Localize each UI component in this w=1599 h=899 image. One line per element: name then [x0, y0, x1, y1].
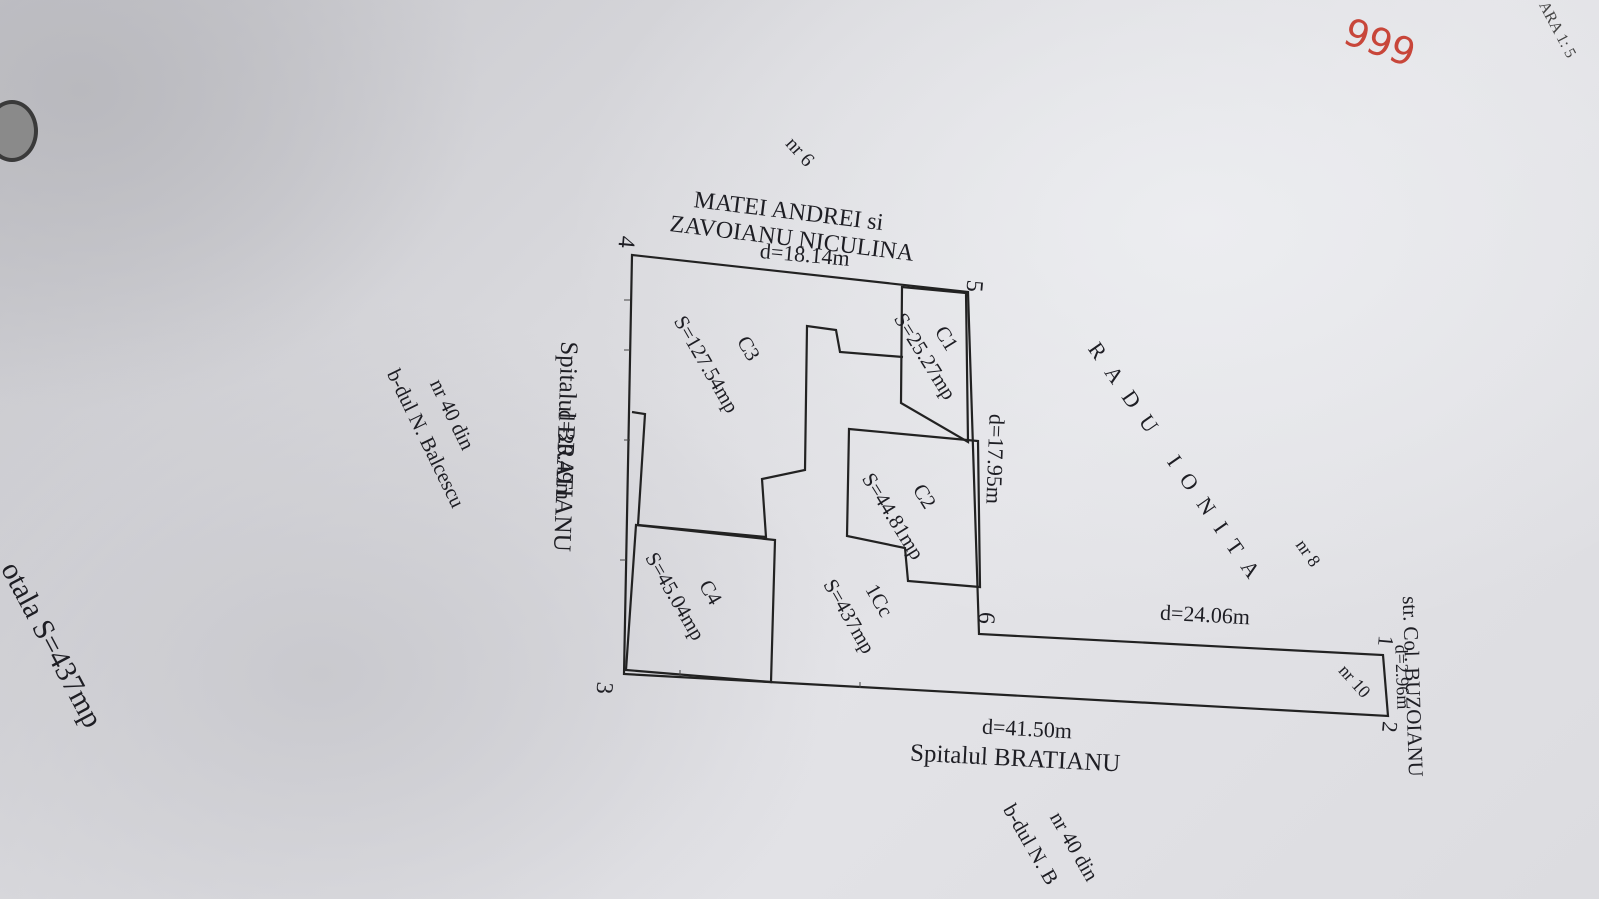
building-c2-outline: [845, 427, 982, 589]
distance-1-2: d=2.96m: [1391, 644, 1414, 710]
distance-6-1: d=24.06m: [1159, 599, 1251, 630]
distance-2-3: d=41.50m: [981, 713, 1073, 744]
point-label-6: 6: [972, 610, 1000, 626]
building-c1-outline: [899, 285, 970, 444]
point-label-2: 2: [1377, 720, 1403, 734]
parcel-boundary: [622, 253, 1390, 718]
distance-5-6: d=17.95m: [981, 413, 1010, 505]
point-label-4: 4: [612, 234, 640, 250]
point-label-5: 5: [960, 278, 988, 294]
building-c3-outline: [631, 324, 904, 539]
building-c4-outline: [624, 523, 777, 684]
point-label-3: 3: [590, 680, 618, 696]
